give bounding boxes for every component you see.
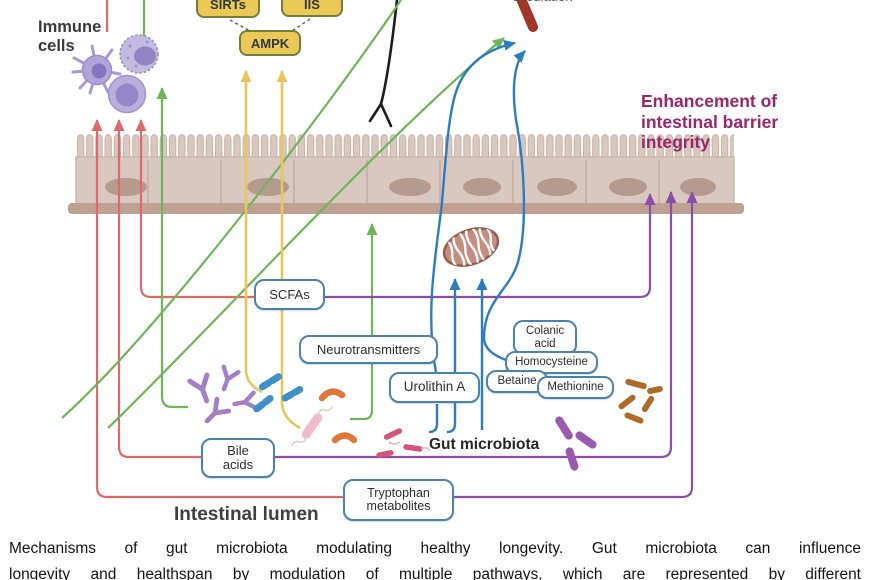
box-neurotransmitters: Neurotransmitters — [299, 335, 438, 364]
caption-line-1: Mechanisms of gut microbiota modulating … — [9, 540, 861, 557]
diagram-artwork — [61, 0, 744, 499]
box-tryptophan-metabolites: Tryptophan metabolites — [343, 479, 454, 521]
immune-cells-label: Immune cells — [38, 18, 102, 56]
antibodies-illustration — [187, 364, 259, 424]
figure-caption: Mechanisms of gut microbiota modulating … — [9, 536, 861, 580]
box-bile-acids: Bile acids — [201, 438, 275, 478]
mitochondrion-illustration — [442, 225, 500, 269]
circulation-label: circulation — [512, 0, 573, 4]
gut-microbiota-label: Gut microbiota — [429, 436, 540, 453]
purple-bacteria-illustration — [555, 416, 597, 471]
epithelial-nuclei — [105, 178, 716, 196]
epithelium-illustration — [68, 132, 744, 214]
immune-cells-illustration — [71, 34, 159, 114]
blood-vessel-illustration — [516, 0, 538, 32]
green-arrows — [61, 0, 505, 429]
barrier-integrity-heading: Enhancement of intestinal barrier integr… — [641, 91, 779, 153]
dendritic-cell — [71, 44, 122, 95]
box-urolithin-a: Urolithin A — [389, 372, 480, 403]
box-methionine: Methionine — [537, 376, 614, 399]
pink-bacteria-illustration — [376, 428, 431, 458]
flagellated-bacteria-illustration — [291, 388, 358, 447]
yellow-arrows — [240, 70, 301, 430]
box-ampk: AMPK — [239, 30, 301, 56]
fuzzy-immune-cell — [119, 34, 159, 74]
caption-line-2: longevity and healthspan by modulation o… — [9, 566, 861, 580]
box-colanic-acid: Colanic acid — [513, 320, 577, 355]
blue-arrows — [428, 39, 526, 434]
pink-arrows — [91, 0, 344, 499]
pathway-connectors — [229, 18, 311, 32]
box-iis: IIS — [281, 0, 343, 17]
box-sirts: SIRTs — [196, 0, 260, 18]
intestinal-lumen-label: Intestinal lumen — [174, 504, 319, 525]
nerve-illustration — [368, 0, 399, 128]
lymphocyte-cell — [107, 74, 147, 114]
box-scfas: SCFAs — [254, 279, 325, 310]
purple-arrows — [270, 191, 698, 499]
box-homocysteine: Homocysteine — [505, 351, 598, 374]
brown-bacteria-illustration — [618, 378, 663, 424]
blue-bacteria-illustration — [253, 373, 304, 413]
